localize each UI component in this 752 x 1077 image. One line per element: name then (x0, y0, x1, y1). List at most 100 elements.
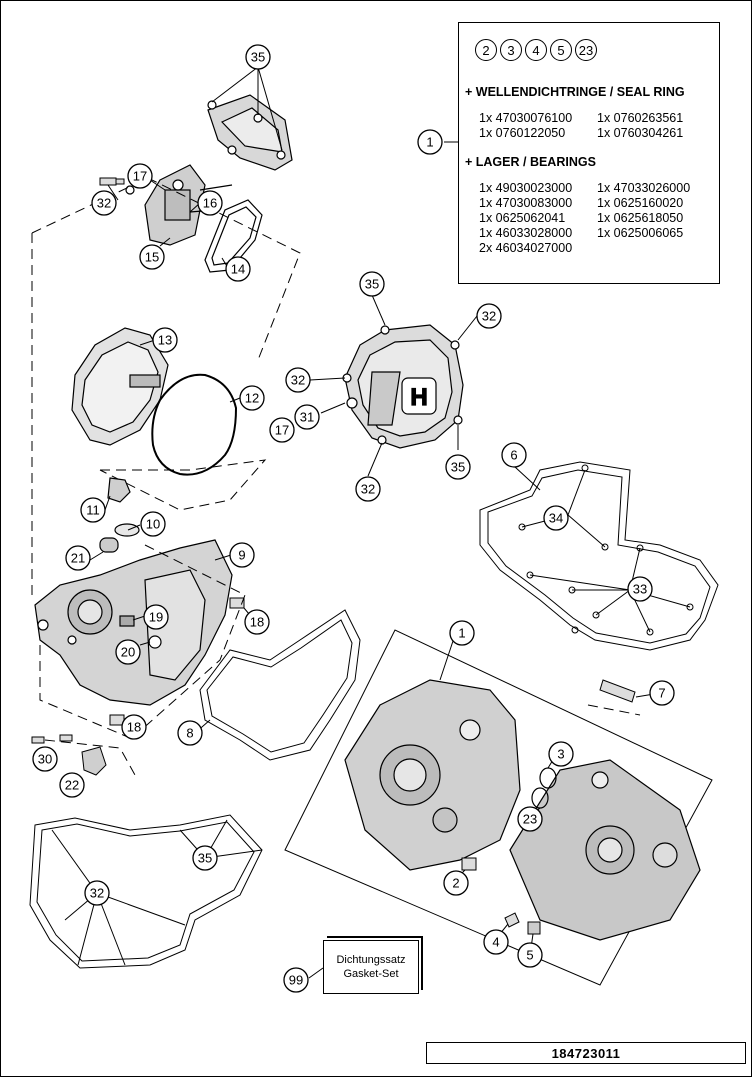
callout-8: 8 (177, 720, 203, 746)
info-circle: 23 (575, 39, 597, 61)
screws-30 (31, 734, 73, 744)
callout-info-box: 1 (417, 129, 443, 155)
info-part-circles: 2 3 4 5 23 (475, 39, 597, 61)
callout-label: 1 (426, 135, 433, 150)
reference-number: 184723011 (426, 1042, 746, 1064)
callout-label: 16 (203, 196, 217, 211)
callout-99: 99 (283, 967, 309, 993)
callout-14: 14 (225, 256, 251, 282)
callout-label: 18 (250, 615, 264, 630)
gasket-8 (199, 609, 361, 761)
callout-label: 8 (186, 726, 193, 741)
callout-label: 15 (145, 250, 159, 265)
callout-label: 3 (557, 747, 564, 762)
callout-11: 11 (80, 497, 106, 523)
callout-label: 19 (149, 610, 163, 625)
plug-5 (527, 921, 541, 935)
callout-35: 35 (359, 271, 385, 297)
crankcase-main (344, 679, 701, 941)
callout-label: 1 (458, 626, 465, 641)
callout-31: 31 (294, 404, 320, 430)
ignition-cover: H (342, 324, 464, 449)
kickstart-shaft-22 (81, 746, 107, 776)
callout-9: 9 (229, 542, 255, 568)
dashed-group-top (31, 177, 301, 361)
gasket-lower-left (29, 814, 263, 969)
pin-7 (599, 679, 636, 703)
callout-23: 23 (517, 806, 543, 832)
callout-label: 11 (86, 503, 100, 518)
water-pump-cover (207, 94, 293, 171)
callout-label: 5 (526, 948, 533, 963)
bearing-row: 2x 46034027000 (479, 241, 573, 255)
callout-label: 32 (361, 482, 375, 497)
clutch-cover-13 (71, 327, 169, 446)
callout-label: 10 (146, 517, 160, 532)
o-ring-12 (151, 373, 238, 476)
callout-label: 34 (549, 511, 563, 526)
callout-label: 22 (65, 778, 79, 793)
callout-label: 99 (289, 973, 303, 988)
callout-35: 35 (445, 454, 471, 480)
callout-label: 6 (510, 448, 517, 463)
callout-32: 32 (285, 367, 311, 393)
callout-label: 31 (300, 410, 314, 425)
crankcase-cover-9 (34, 477, 233, 706)
callout-21: 21 (65, 545, 91, 571)
callout-35: 35 (192, 845, 218, 871)
callout-17: 17 (127, 163, 153, 189)
callout-6: 6 (501, 442, 527, 468)
callout-label: 35 (365, 277, 379, 292)
callout-label: 35 (251, 50, 265, 65)
info-circle: 5 (550, 39, 572, 61)
callout-16: 16 (197, 190, 223, 216)
screw-32-top (99, 177, 125, 186)
callout-5: 5 (517, 942, 543, 968)
callout-4: 4 (483, 929, 509, 955)
callout-label: 30 (38, 752, 52, 767)
parts-info-box: 2 3 4 5 23 + WELLENDICHTRINGE / SEAL RIN… (458, 22, 720, 284)
callout-label: 32 (291, 373, 305, 388)
seal-heading: + WELLENDICHTRINGE / SEAL RING (465, 85, 685, 99)
callout-label: 32 (97, 196, 111, 211)
callout-18: 18 (121, 714, 147, 740)
gasket-kit-box: Dichtungssatz Gasket-Set (323, 940, 419, 994)
callout-1: 1 (449, 620, 475, 646)
dowel-18-a (229, 597, 245, 609)
callout-20: 20 (115, 639, 141, 665)
info-circle: 3 (500, 39, 522, 61)
gasket-6 (479, 461, 719, 651)
callout-label: 2 (452, 876, 459, 891)
callout-label: 7 (658, 686, 665, 701)
callout-32: 32 (84, 880, 110, 906)
callout-label: 21 (71, 551, 85, 566)
callout-label: 33 (633, 582, 647, 597)
callout-30: 30 (32, 746, 58, 772)
callout-7: 7 (649, 680, 675, 706)
callout-22: 22 (59, 772, 85, 798)
callout-2: 2 (443, 870, 469, 896)
callout-15: 15 (139, 244, 165, 270)
callout-label: 35 (198, 851, 212, 866)
callout-label: 32 (90, 886, 104, 901)
callout-label: 17 (133, 169, 147, 184)
callout-32: 32 (476, 303, 502, 329)
kit-label-de: Dichtungssatz (336, 954, 406, 966)
callout-label: 13 (158, 333, 172, 348)
callout-label: 23 (523, 812, 537, 827)
kit-label-en: Gasket-Set (343, 968, 399, 980)
callout-10: 10 (140, 511, 166, 537)
callout-label: 18 (127, 720, 141, 735)
callout-label: 35 (451, 460, 465, 475)
callout-label: 20 (121, 645, 135, 660)
